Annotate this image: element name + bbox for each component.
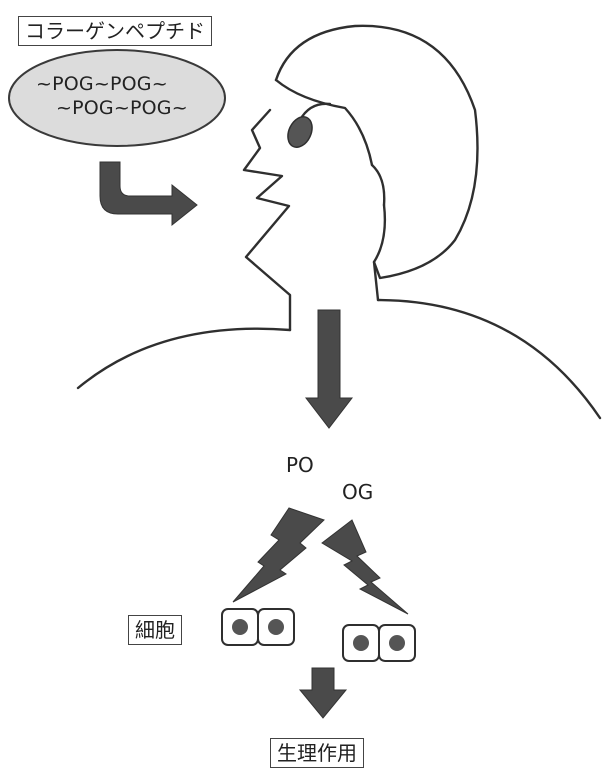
cell-pair-left bbox=[222, 609, 294, 645]
peptide-sequence-line-1: ~POG~POG~ bbox=[36, 73, 168, 95]
intake-arrow bbox=[100, 162, 197, 225]
face-profile bbox=[244, 110, 290, 330]
peptide-sequence-line-2: ~POG~POG~ bbox=[56, 97, 188, 119]
effect-arrow bbox=[300, 668, 346, 718]
nucleus bbox=[268, 619, 284, 635]
hairline bbox=[276, 80, 372, 165]
head-back bbox=[276, 26, 478, 278]
lightning-right-icon bbox=[322, 520, 408, 614]
fragment-og: OG bbox=[342, 480, 373, 504]
nucleus bbox=[353, 635, 369, 651]
nucleus bbox=[389, 635, 405, 651]
fragment-po: PO bbox=[286, 453, 314, 477]
cell-label: 細胞 bbox=[128, 615, 182, 645]
cell-pair-right bbox=[343, 625, 415, 661]
physiological-effect-label: 生理作用 bbox=[270, 738, 364, 768]
digestion-arrow bbox=[306, 310, 352, 428]
nucleus bbox=[232, 619, 248, 635]
lightning-left-icon bbox=[233, 508, 324, 602]
eye-icon bbox=[283, 113, 316, 151]
ear-contour bbox=[372, 165, 384, 205]
collagen-peptide-title: コラーゲンペプチド bbox=[18, 16, 212, 46]
